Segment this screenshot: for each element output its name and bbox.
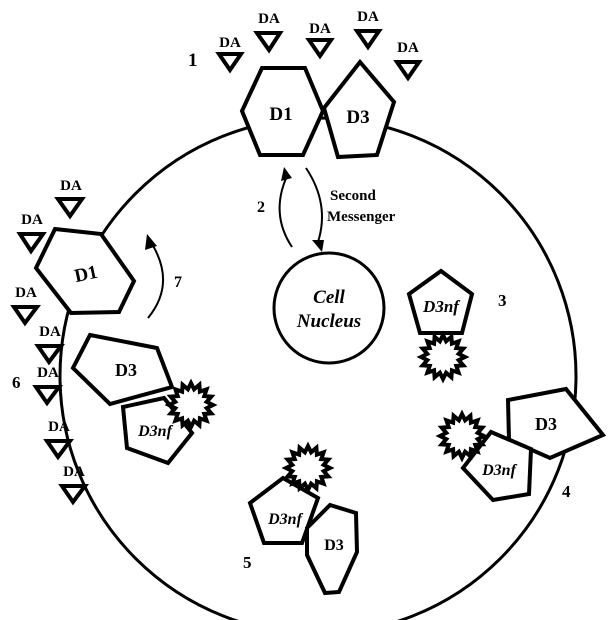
second-messenger-line2: Messenger xyxy=(327,209,396,225)
d3nf-receptor-step3 xyxy=(406,268,475,335)
da-ligand: DA xyxy=(253,11,284,54)
da-triangle xyxy=(58,484,89,506)
da-triangle xyxy=(305,38,335,60)
d3nf-label-step3: D3nf xyxy=(422,297,461,316)
spiky-star-shape xyxy=(435,409,489,463)
da-ligand: DA xyxy=(393,40,423,82)
nucleus-label-line1: Cell xyxy=(313,287,345,308)
arrow-recycle xyxy=(147,243,164,319)
da-label: DA xyxy=(60,178,82,194)
d3nf-label-step5: D3nf xyxy=(267,511,303,528)
da-triangle xyxy=(253,31,284,54)
step-6-number: 6 xyxy=(12,373,21,392)
arrowhead-recycle xyxy=(145,234,157,250)
d1-label-top: D1 xyxy=(269,104,292,125)
step-3-number: 3 xyxy=(498,291,507,310)
step-5-number: 5 xyxy=(243,553,252,572)
da-ligand: DA xyxy=(215,35,245,74)
da-triangle xyxy=(353,29,383,51)
da-ligand: DA xyxy=(34,324,65,366)
d1-label-left: D1 xyxy=(73,262,100,287)
d3-label-step6: D3 xyxy=(115,360,137,380)
da-label: DA xyxy=(397,40,419,56)
da-triangle xyxy=(215,52,245,74)
da-label: DA xyxy=(219,35,241,51)
da-triangle xyxy=(34,344,65,366)
da-label: DA xyxy=(48,419,70,435)
interacting-protein-icon xyxy=(416,330,470,384)
d3-label-step4: D3 xyxy=(535,414,557,434)
step-1-number: 1 xyxy=(188,50,198,71)
da-label: DA xyxy=(39,324,61,340)
da-triangle xyxy=(43,439,74,461)
second-messenger-line1: Second xyxy=(330,188,377,204)
nucleus-label-line2: Nucleus xyxy=(296,311,361,332)
d3nf-label-step6: D3nf xyxy=(137,423,173,440)
spiky-star-shape xyxy=(281,441,335,495)
step-7-number: 7 xyxy=(174,274,182,291)
arrow-to-membrane xyxy=(278,175,293,248)
da-ligand: DA xyxy=(32,365,63,407)
da-label: DA xyxy=(63,464,85,480)
arrowhead-down xyxy=(312,240,324,252)
da-label: DA xyxy=(15,285,37,301)
d3-receptor-top xyxy=(321,58,397,160)
step-4-number: 4 xyxy=(562,482,571,501)
da-triangle xyxy=(16,232,47,255)
da-triangle xyxy=(10,305,41,327)
arrow-to-nucleus xyxy=(305,167,323,243)
d3-receptor-step4 xyxy=(505,386,607,461)
da-label: DA xyxy=(37,365,59,381)
da-ligand: DA xyxy=(353,9,383,51)
da-ligand: DA xyxy=(43,419,74,461)
interacting-protein-icon xyxy=(281,441,335,495)
da-ligand: DA xyxy=(305,21,335,60)
interacting-protein-icon xyxy=(164,378,218,432)
da-triangle xyxy=(32,385,63,407)
da-label: DA xyxy=(258,11,280,27)
da-ligand: DA xyxy=(16,212,47,255)
d1-receptor-top xyxy=(239,66,326,157)
d3-label-step5: D3 xyxy=(324,537,344,554)
d3-receptor-step6 xyxy=(70,332,175,407)
da-triangle xyxy=(393,60,423,82)
arrowhead-up xyxy=(281,167,292,181)
d3nf-receptor-step4 xyxy=(460,429,534,503)
da-label: DA xyxy=(21,212,43,228)
da-triangle xyxy=(54,197,86,220)
cell-nucleus xyxy=(272,251,386,365)
step-2-number: 2 xyxy=(257,199,265,216)
da-ligand: DA xyxy=(10,285,41,327)
da-label: DA xyxy=(357,9,379,25)
interacting-protein-icon xyxy=(435,409,489,463)
spiky-star-shape xyxy=(416,330,470,384)
d1-receptor-left xyxy=(33,226,137,316)
d3nf-receptor-step5 xyxy=(247,475,321,545)
d3nf-label-step4: D3nf xyxy=(481,462,517,479)
da-label: DA xyxy=(309,21,331,37)
da-ligand: DA xyxy=(58,464,89,506)
d3-receptor-step5 xyxy=(305,502,360,596)
da-ligand: DA xyxy=(54,178,86,220)
spiky-star-shape xyxy=(164,378,218,432)
d3-label-top: D3 xyxy=(346,107,369,128)
